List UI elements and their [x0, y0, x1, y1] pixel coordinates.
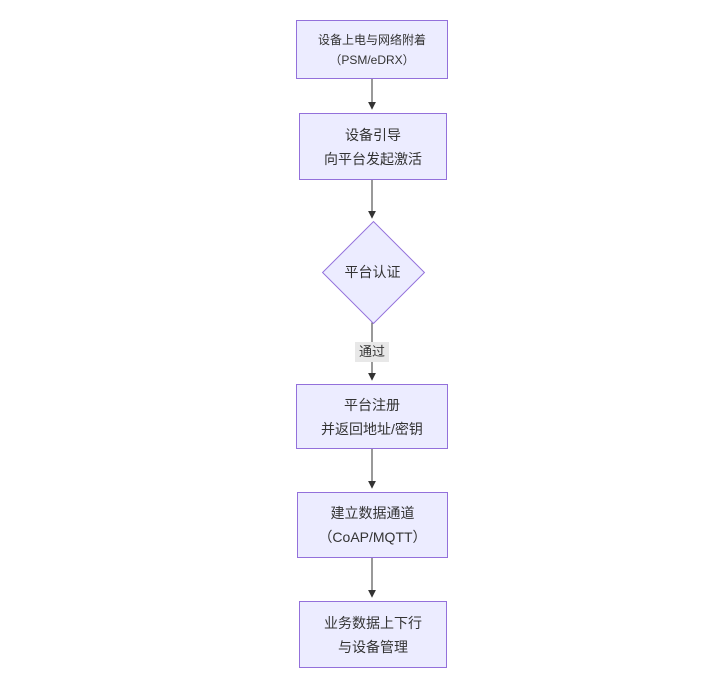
node-text-line: 平台注册 [344, 396, 400, 413]
node-text-line: 建立数据通道 [330, 505, 415, 521]
node-text-line: （PSM/eDRX） [329, 52, 415, 67]
node-text-line: 与设备管理 [338, 638, 408, 655]
edge-label-pass: 通过 [355, 342, 389, 362]
node-text-line: 向平台发起激活 [324, 150, 422, 167]
node-text-line: 设备引导 [345, 126, 401, 143]
node-text-line: 设备上电与网络附着 [317, 32, 426, 47]
decision-platform-auth-label: 平台认证 [344, 264, 401, 280]
node-device-power-attach: 设备上电与网络附着 （PSM/eDRX） [296, 20, 448, 79]
node-text-line: 并返回地址/密钥 [321, 420, 423, 437]
node-data-channel: 建立数据通道 （CoAP/MQTT） [297, 492, 448, 558]
node-text-line: （CoAP/MQTT） [318, 529, 427, 545]
node-business-data: 业务数据上下行 与设备管理 [299, 601, 447, 668]
node-text-line: 业务数据上下行 [324, 614, 422, 631]
node-device-bootstrap: 设备引导 向平台发起激活 [299, 113, 447, 180]
node-platform-register: 平台注册 并返回地址/密钥 [296, 384, 448, 449]
